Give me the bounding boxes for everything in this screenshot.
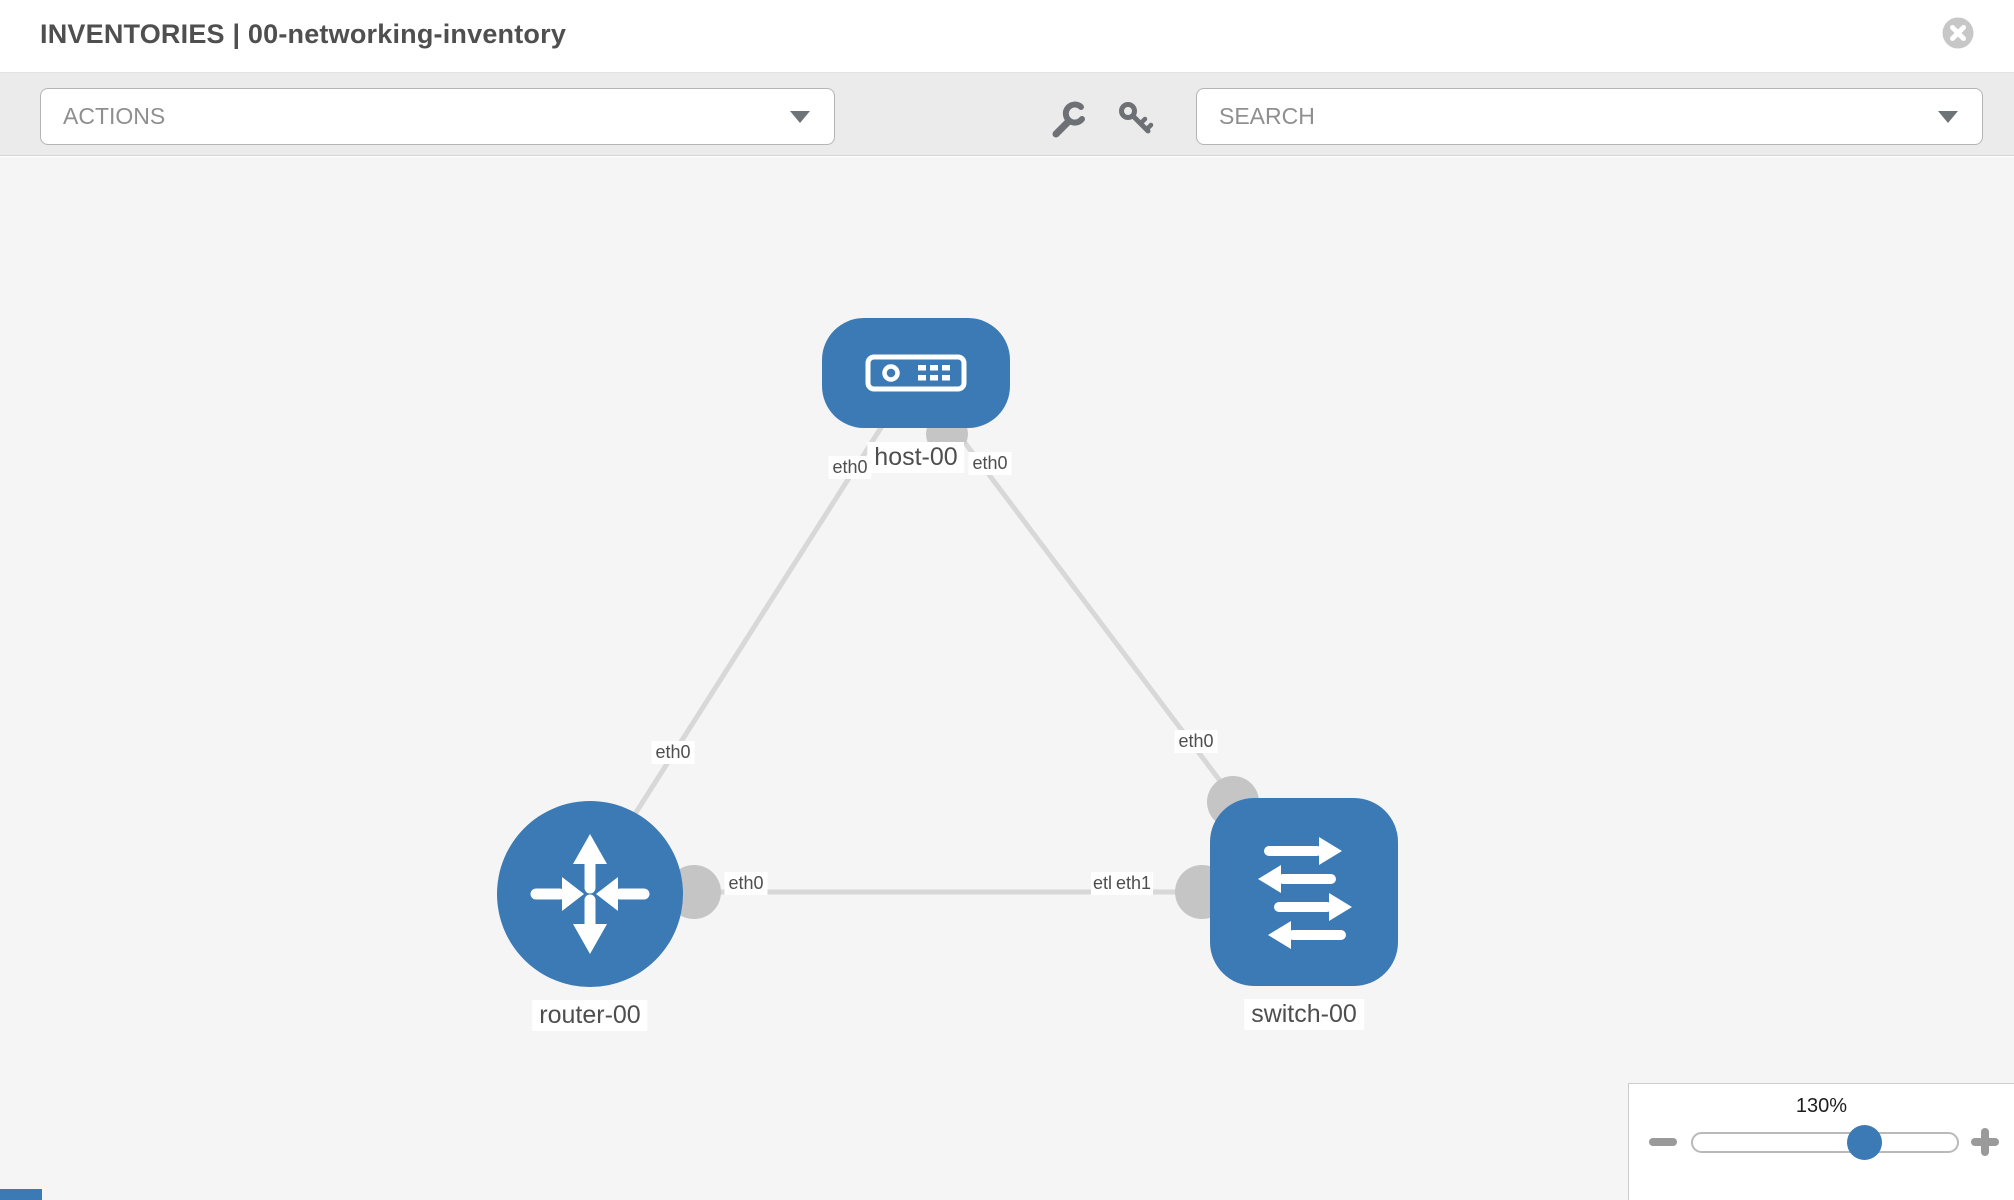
port-label-occluded-partial: etl: [1091, 872, 1115, 895]
port-label-router-eth0-uplink: eth0: [651, 741, 695, 764]
edge-host-router[interactable]: [597, 421, 887, 871]
toolbar: ACTIONS SEARCH: [0, 72, 2014, 156]
port-label-switch-eth0-uplink: eth0: [1174, 730, 1218, 753]
port-label-host-eth0-left: eth0: [828, 456, 872, 479]
zoom-in-plus-icon[interactable]: [1981, 1128, 1989, 1156]
port-label-router-eth0-lateral: eth0: [724, 872, 768, 895]
chevron-down-icon: [1938, 110, 1958, 123]
port-label-switch-overlap-group: etl eth1: [1091, 872, 1154, 895]
actions-dropdown-label: ACTIONS: [63, 103, 166, 129]
zoom-slider-track[interactable]: [1691, 1132, 1959, 1153]
node-label-switch-00: switch-00: [1244, 999, 1364, 1030]
zoom-control-panel: 130%: [1628, 1083, 2014, 1200]
close-icon[interactable]: [1942, 17, 1974, 49]
server-icon: [865, 354, 967, 392]
edges-layer: [597, 413, 1304, 919]
wrench-button[interactable]: [1046, 98, 1090, 142]
header: INVENTORIES | 00-networking-inventory: [0, 0, 2014, 72]
node-host-00[interactable]: [822, 318, 1010, 428]
zoom-slider-thumb[interactable]: [1847, 1125, 1882, 1160]
key-icon: [1119, 102, 1154, 134]
close-button[interactable]: [1942, 17, 1974, 49]
node-router-00[interactable]: [497, 801, 683, 987]
zoom-out-minus-icon[interactable]: [1649, 1138, 1677, 1146]
port-label-switch-eth1: eth1: [1114, 872, 1154, 895]
topology-canvas[interactable]: host-00 router-00 switch-00 eth0 eth0 et…: [0, 157, 2014, 1200]
cropped-element-bottom-left: [0, 1189, 42, 1200]
switch-icon: [1258, 837, 1352, 949]
chevron-down-icon: [790, 110, 810, 123]
node-switch-00[interactable]: [1210, 798, 1398, 986]
search-dropdown[interactable]: SEARCH: [1196, 88, 1983, 145]
actions-dropdown[interactable]: ACTIONS: [40, 88, 835, 145]
wrench-icon: [1052, 101, 1085, 138]
page-title: INVENTORIES | 00-networking-inventory: [40, 19, 567, 49]
node-label-host-00: host-00: [867, 442, 965, 473]
node-label-router-00: router-00: [532, 1000, 648, 1031]
search-dropdown-label: SEARCH: [1219, 103, 1315, 129]
router-icon: [530, 834, 650, 954]
key-button[interactable]: [1114, 98, 1158, 142]
zoom-level-value: 130%: [1795, 1095, 1848, 1117]
port-label-host-eth0-right: eth0: [968, 452, 1012, 475]
